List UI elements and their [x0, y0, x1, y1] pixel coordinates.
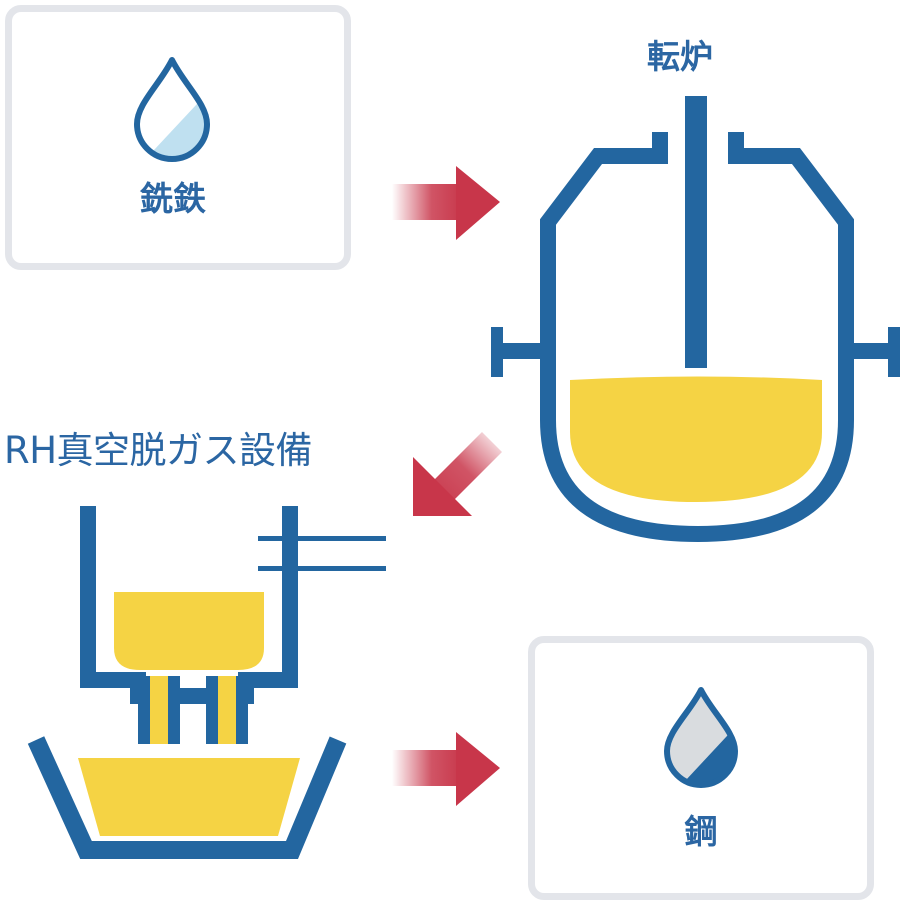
converter-label: 転炉	[647, 37, 713, 76]
steel-label: 鋼	[684, 812, 718, 851]
rh-degassing-vessel	[27, 506, 386, 859]
arrow-right-icon	[392, 166, 500, 240]
arrow-down-left-icon	[413, 432, 502, 516]
pig-iron-label: 銑鉄	[140, 179, 206, 218]
pig-iron-box	[5, 5, 351, 270]
water-drop-icon	[664, 687, 738, 788]
converter-vessel	[491, 96, 900, 543]
water-drop-icon	[134, 57, 210, 162]
rh-degassing-label: RH真空脱ガス設備	[4, 429, 313, 472]
arrow-right-icon	[392, 732, 500, 806]
